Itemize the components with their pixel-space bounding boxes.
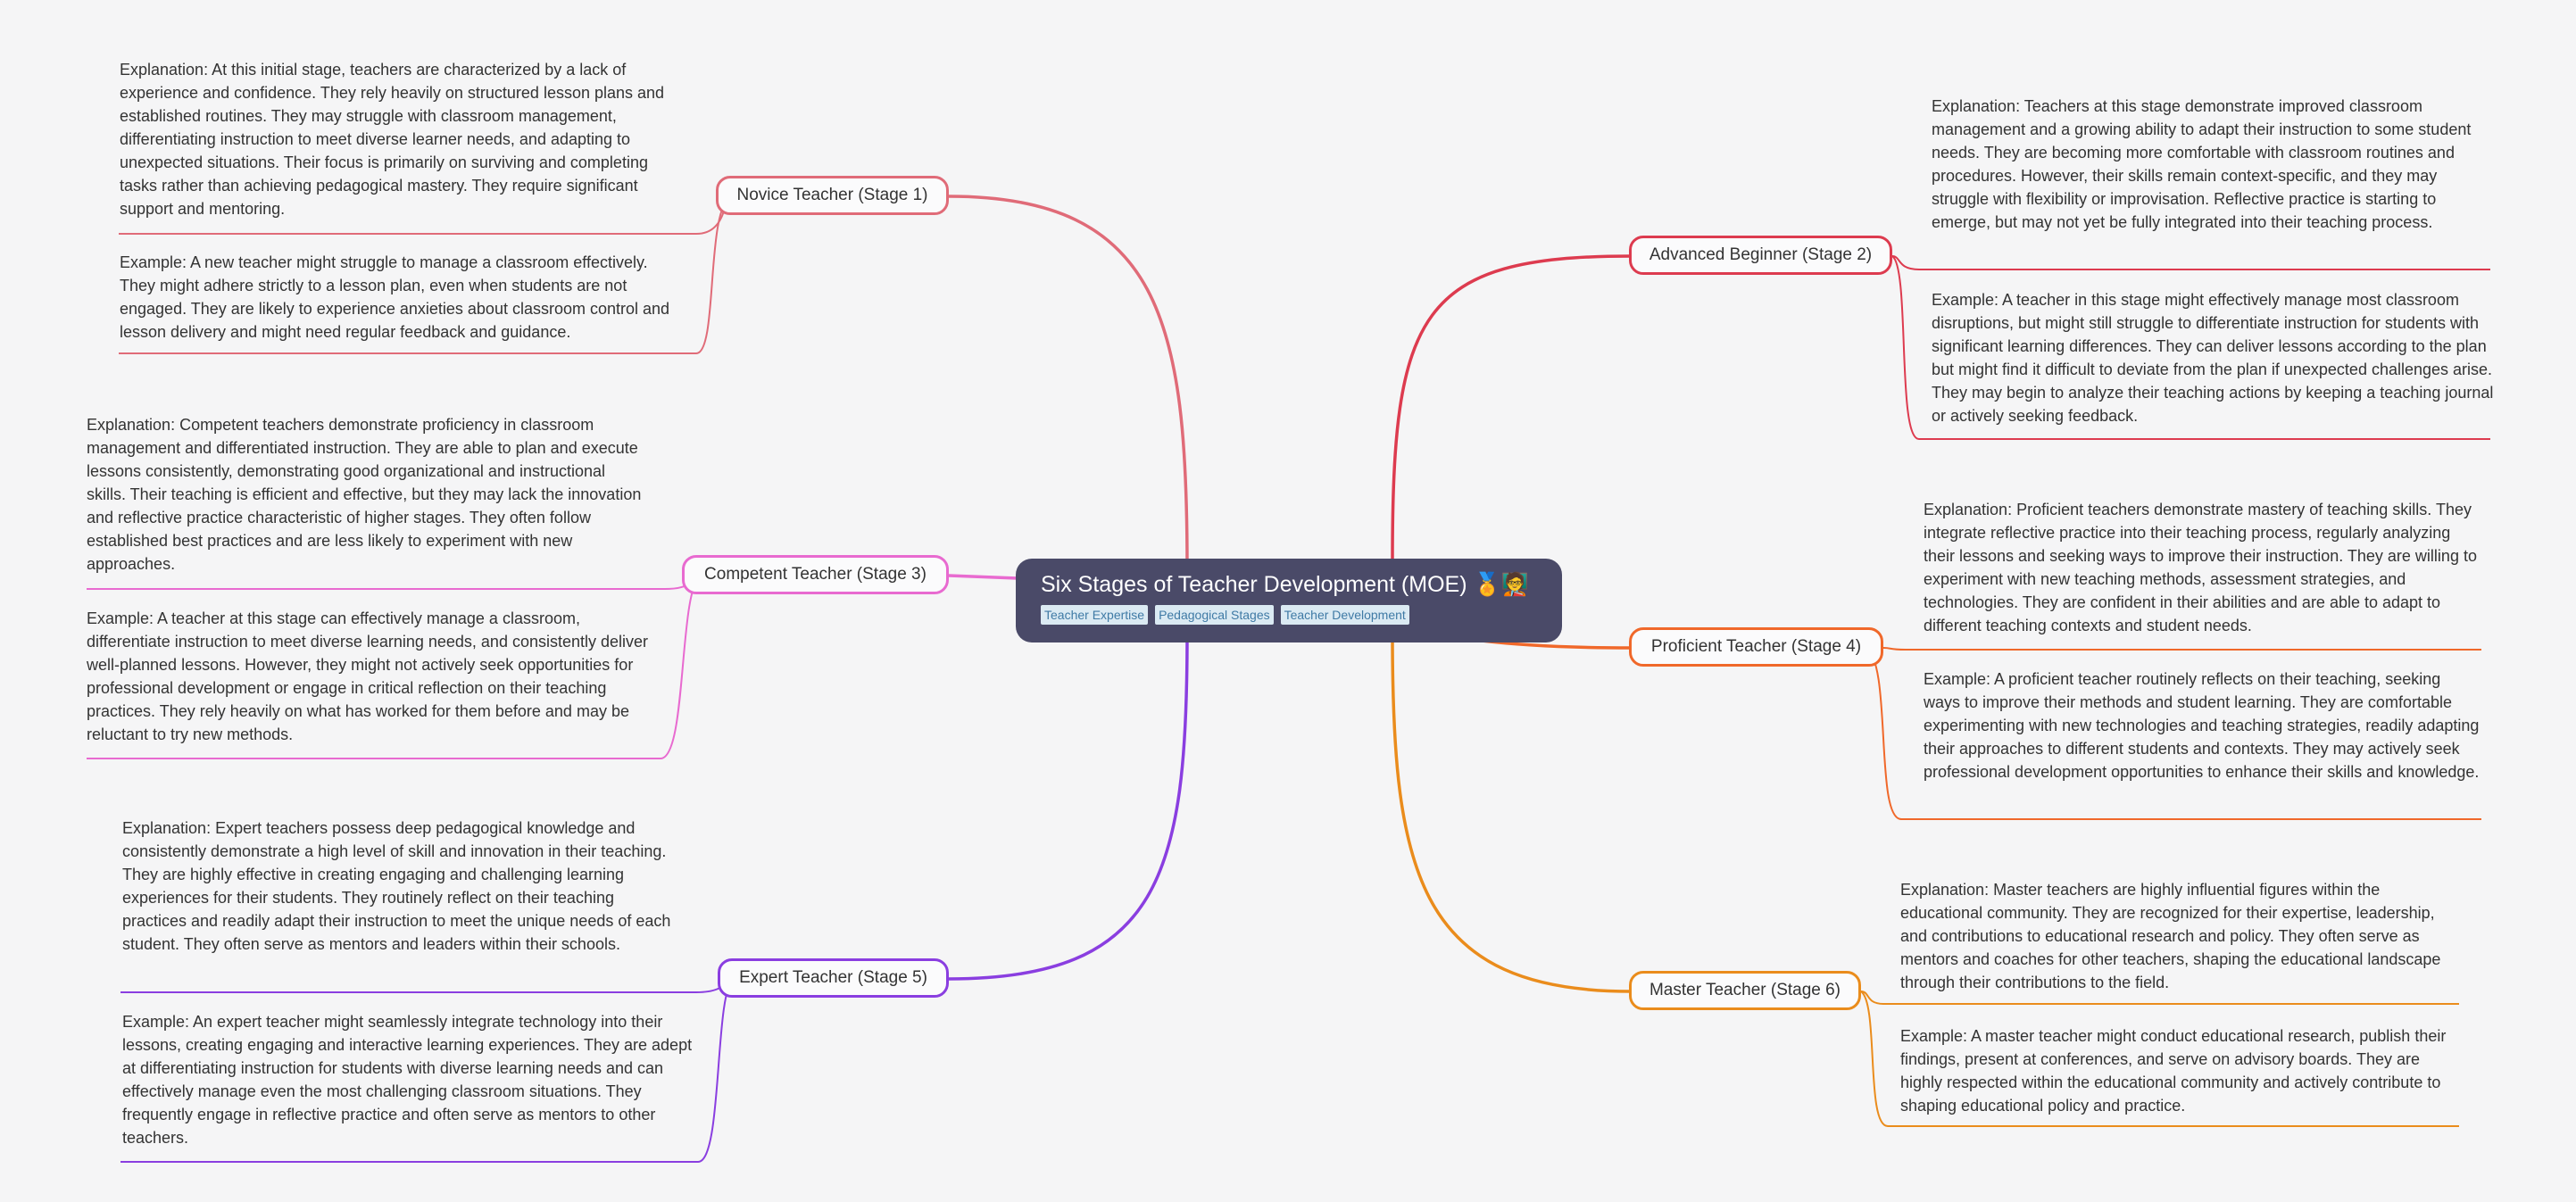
stage-5-explanation[interactable]: Explanation: Expert teachers possess dee… — [122, 819, 671, 953]
tag-teacher-expertise[interactable]: Teacher Expertise — [1041, 605, 1149, 625]
topic-expert-teacher[interactable]: Expert Teacher (Stage 5) — [718, 958, 949, 998]
connector-stage-2 — [1391, 254, 1632, 561]
topic-novice-teacher[interactable]: Novice Teacher (Stage 1) — [716, 176, 949, 215]
stage-2-explanation[interactable]: Explanation: Teachers at this stage demo… — [1932, 97, 2472, 231]
stage-2-example[interactable]: Example: A teacher in this stage might e… — [1932, 291, 2494, 425]
stage-3-explanation[interactable]: Explanation: Competent teachers demonstr… — [87, 416, 642, 573]
central-topic-title: Six Stages of Teacher Development (MOE) … — [1041, 572, 1529, 597]
tag-pedagogical-stages[interactable]: Pedagogical Stages — [1155, 605, 1274, 625]
topic-label: Expert Teacher (Stage 5) — [739, 968, 927, 987]
underline-stage-2-example — [1891, 255, 2490, 440]
connector-stage-1 — [948, 195, 1189, 568]
topic-label: Advanced Beginner (Stage 2) — [1649, 245, 1873, 264]
topic-label: Competent Teacher (Stage 3) — [704, 565, 927, 584]
topic-proficient-teacher[interactable]: Proficient Teacher (Stage 4) — [1629, 627, 1883, 667]
stage-6-example[interactable]: Example: A master teacher might conduct … — [1900, 1027, 2447, 1115]
underline-stage-4-explanation — [1882, 647, 2481, 651]
stage-5-example[interactable]: Example: An expert teacher might seamles… — [122, 1013, 693, 1147]
topic-competent-teacher[interactable]: Competent Teacher (Stage 3) — [682, 555, 949, 594]
topic-label: Novice Teacher (Stage 1) — [736, 186, 928, 204]
topic-label: Proficient Teacher (Stage 4) — [1650, 637, 1862, 656]
stage-3-example[interactable]: Example: A teacher at this stage can eff… — [87, 609, 649, 743]
connector-stage-6 — [1391, 634, 1632, 993]
central-topic[interactable]: Six Stages of Teacher Development (MOE) … — [1016, 559, 1562, 642]
tag-list: Teacher Expertise Pedagogical Stages Tea… — [1041, 605, 1537, 625]
stage-4-explanation[interactable]: Explanation: Proficient teachers demonst… — [1924, 501, 2477, 634]
connector-stage-3 — [948, 574, 1018, 580]
underline-stage-6-example — [1860, 991, 2459, 1127]
tag-teacher-development[interactable]: Teacher Development — [1280, 605, 1409, 625]
stage-4-example[interactable]: Example: A proficient teacher routinely … — [1924, 670, 2480, 781]
topic-master-teacher[interactable]: Master Teacher (Stage 6) — [1629, 971, 1861, 1010]
topic-label: Master Teacher (Stage 6) — [1649, 981, 1841, 999]
underline-stage-3-explanation — [87, 575, 702, 590]
underline-stage-5-explanation — [120, 978, 735, 993]
stage-1-explanation[interactable]: Explanation: At this initial stage, teac… — [120, 61, 665, 218]
stage-6-explanation[interactable]: Explanation: Master teachers are highly … — [1900, 881, 2441, 991]
stage-1-example[interactable]: Example: A new teacher might struggle to… — [120, 253, 670, 341]
underline-stage-2-explanation — [1891, 255, 2490, 270]
connector-stage-5 — [948, 634, 1189, 981]
underline-stage-6-explanation — [1860, 991, 2459, 1005]
connector-stage-4 — [1481, 639, 1632, 650]
topic-advanced-beginner[interactable]: Advanced Beginner (Stage 2) — [1629, 236, 1892, 275]
